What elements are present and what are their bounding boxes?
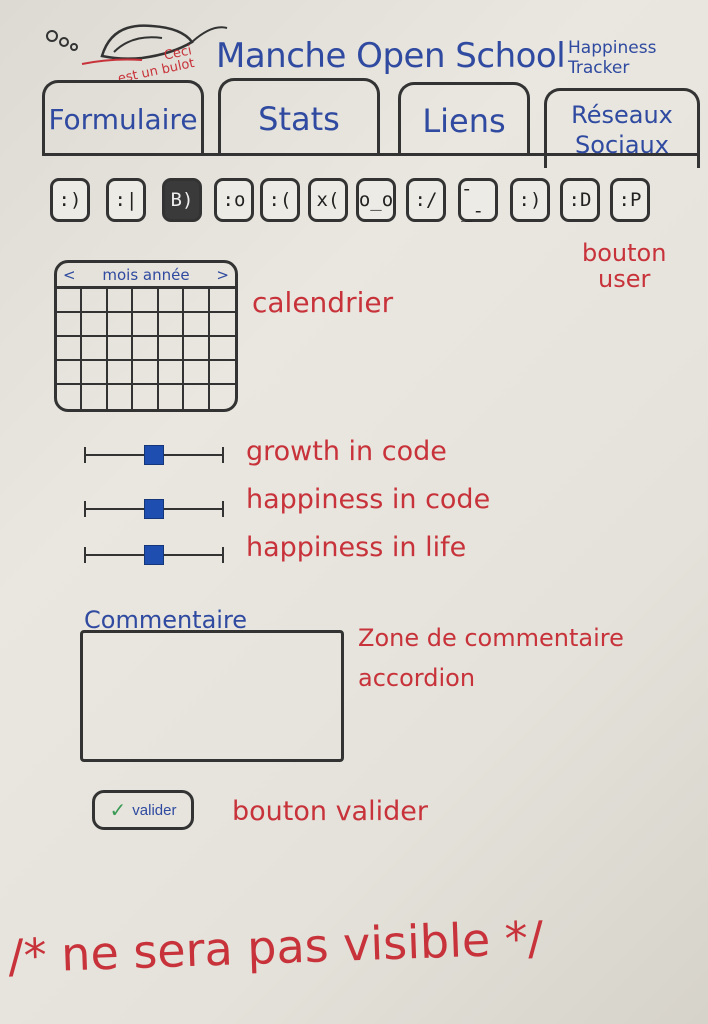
calendar-day-cell[interactable] <box>210 385 235 409</box>
calendar-prev-button[interactable]: < <box>63 265 76 284</box>
slider-thumb[interactable] <box>144 545 164 565</box>
annotation-slider-happiness-code: happiness in code <box>246 484 491 515</box>
slider-track-end <box>222 547 224 563</box>
annotation-calendar: calendrier <box>252 286 394 319</box>
user-button[interactable]: :) <box>510 178 550 222</box>
annotation-user-buttons: bouton user <box>582 239 667 293</box>
slider-thumb[interactable] <box>144 499 164 519</box>
calendar-day-cell[interactable] <box>159 385 185 409</box>
tab-liens[interactable]: Liens <box>398 82 530 156</box>
calendar-day-cell[interactable] <box>82 289 108 313</box>
calendar-day-cell[interactable] <box>209 361 235 385</box>
user-button-row: :) :| B) :o :( x( o_o :/ -_- :) :D :P <box>50 178 660 230</box>
user-button[interactable]: :P <box>610 178 650 222</box>
user-button[interactable]: o_o <box>356 178 396 222</box>
slider-track-end <box>222 447 224 463</box>
calendar: < mois année > <box>54 260 238 412</box>
slider-track-end <box>84 447 86 463</box>
submit-label: valider <box>132 801 177 819</box>
calendar-day-cell[interactable] <box>57 361 83 385</box>
calendar-day-cell[interactable] <box>133 337 159 361</box>
tab-stats[interactable]: Stats <box>218 78 380 156</box>
annotation-slider-growth: growth in code <box>246 436 447 467</box>
app-subtitle: Happiness Tracker <box>568 38 657 78</box>
calendar-day-cell[interactable] <box>82 385 108 409</box>
slider-happiness-in-life[interactable] <box>84 543 224 567</box>
annotation-slider-happiness-life: happiness in life <box>246 532 467 563</box>
calendar-day-cell[interactable] <box>184 289 210 313</box>
calendar-day-cell[interactable] <box>209 289 235 313</box>
slider-thumb[interactable] <box>144 445 164 465</box>
calendar-day-cell[interactable] <box>133 385 159 409</box>
calendar-day-cell[interactable] <box>57 385 83 409</box>
calendar-day-cell[interactable] <box>107 289 134 313</box>
calendar-day-cell[interactable] <box>209 313 235 337</box>
check-icon: ✓ <box>109 799 127 822</box>
user-button[interactable]: -_- <box>458 178 498 222</box>
user-button[interactable]: :/ <box>406 178 446 222</box>
shell-logo-icon <box>46 24 228 65</box>
calendar-header: < mois année > <box>57 263 235 289</box>
submit-button[interactable]: ✓ valider <box>92 790 194 830</box>
calendar-day-cell[interactable] <box>57 313 83 337</box>
calendar-day-cell[interactable] <box>107 361 134 385</box>
slider-track-end <box>84 547 86 563</box>
footer-annotation: /* ne sera pas visible */ <box>7 910 545 984</box>
calendar-day-cell[interactable] <box>133 313 159 337</box>
calendar-day-cell[interactable] <box>158 361 185 385</box>
calendar-day-cell[interactable] <box>133 361 159 385</box>
calendar-day-cell[interactable] <box>158 289 185 313</box>
user-button[interactable]: :D <box>560 178 600 222</box>
calendar-day-cell[interactable] <box>107 337 134 361</box>
slider-track-end <box>84 501 86 517</box>
calendar-day-cell[interactable] <box>209 337 235 361</box>
user-button[interactable]: :o <box>214 178 254 222</box>
calendar-day-cell[interactable] <box>184 313 210 337</box>
annotation-comment: Zone de commentaire accordion <box>358 624 624 692</box>
annotation-submit: bouton valider <box>232 796 428 827</box>
calendar-day-cell[interactable] <box>57 289 83 313</box>
tab-label: Réseaux <box>571 100 673 129</box>
calendar-next-button[interactable]: > <box>216 265 229 284</box>
tab-formulaire[interactable]: Formulaire <box>42 80 204 156</box>
calendar-day-cell[interactable] <box>82 361 108 385</box>
app-title: Manche Open School <box>216 36 566 76</box>
calendar-day-cell[interactable] <box>184 385 210 409</box>
tab-reseaux-sociaux[interactable]: Réseaux Sociaux <box>544 88 700 168</box>
user-button[interactable]: B) <box>162 178 202 222</box>
tab-label: Sociaux <box>575 130 669 159</box>
calendar-month-year: mois année <box>102 265 190 284</box>
calendar-grid <box>57 289 235 409</box>
comment-textarea[interactable] <box>80 630 344 762</box>
user-button[interactable]: :) <box>50 178 90 222</box>
calendar-day-cell[interactable] <box>57 337 83 361</box>
calendar-day-cell[interactable] <box>158 337 185 361</box>
calendar-day-cell[interactable] <box>184 361 210 385</box>
slider-growth-in-code[interactable] <box>84 443 224 467</box>
user-button[interactable]: :( <box>260 178 300 222</box>
calendar-day-cell[interactable] <box>158 313 185 337</box>
calendar-day-cell[interactable] <box>107 313 134 337</box>
slider-track-end <box>222 501 224 517</box>
slider-happiness-in-code[interactable] <box>84 497 224 521</box>
calendar-day-cell[interactable] <box>108 385 134 409</box>
calendar-day-cell[interactable] <box>82 313 108 337</box>
comment-label: Commentaire <box>84 606 248 634</box>
calendar-day-cell[interactable] <box>82 337 108 361</box>
calendar-day-cell[interactable] <box>184 337 210 361</box>
calendar-day-cell[interactable] <box>133 289 159 313</box>
user-button[interactable]: :| <box>106 178 146 222</box>
user-button[interactable]: x( <box>308 178 348 222</box>
